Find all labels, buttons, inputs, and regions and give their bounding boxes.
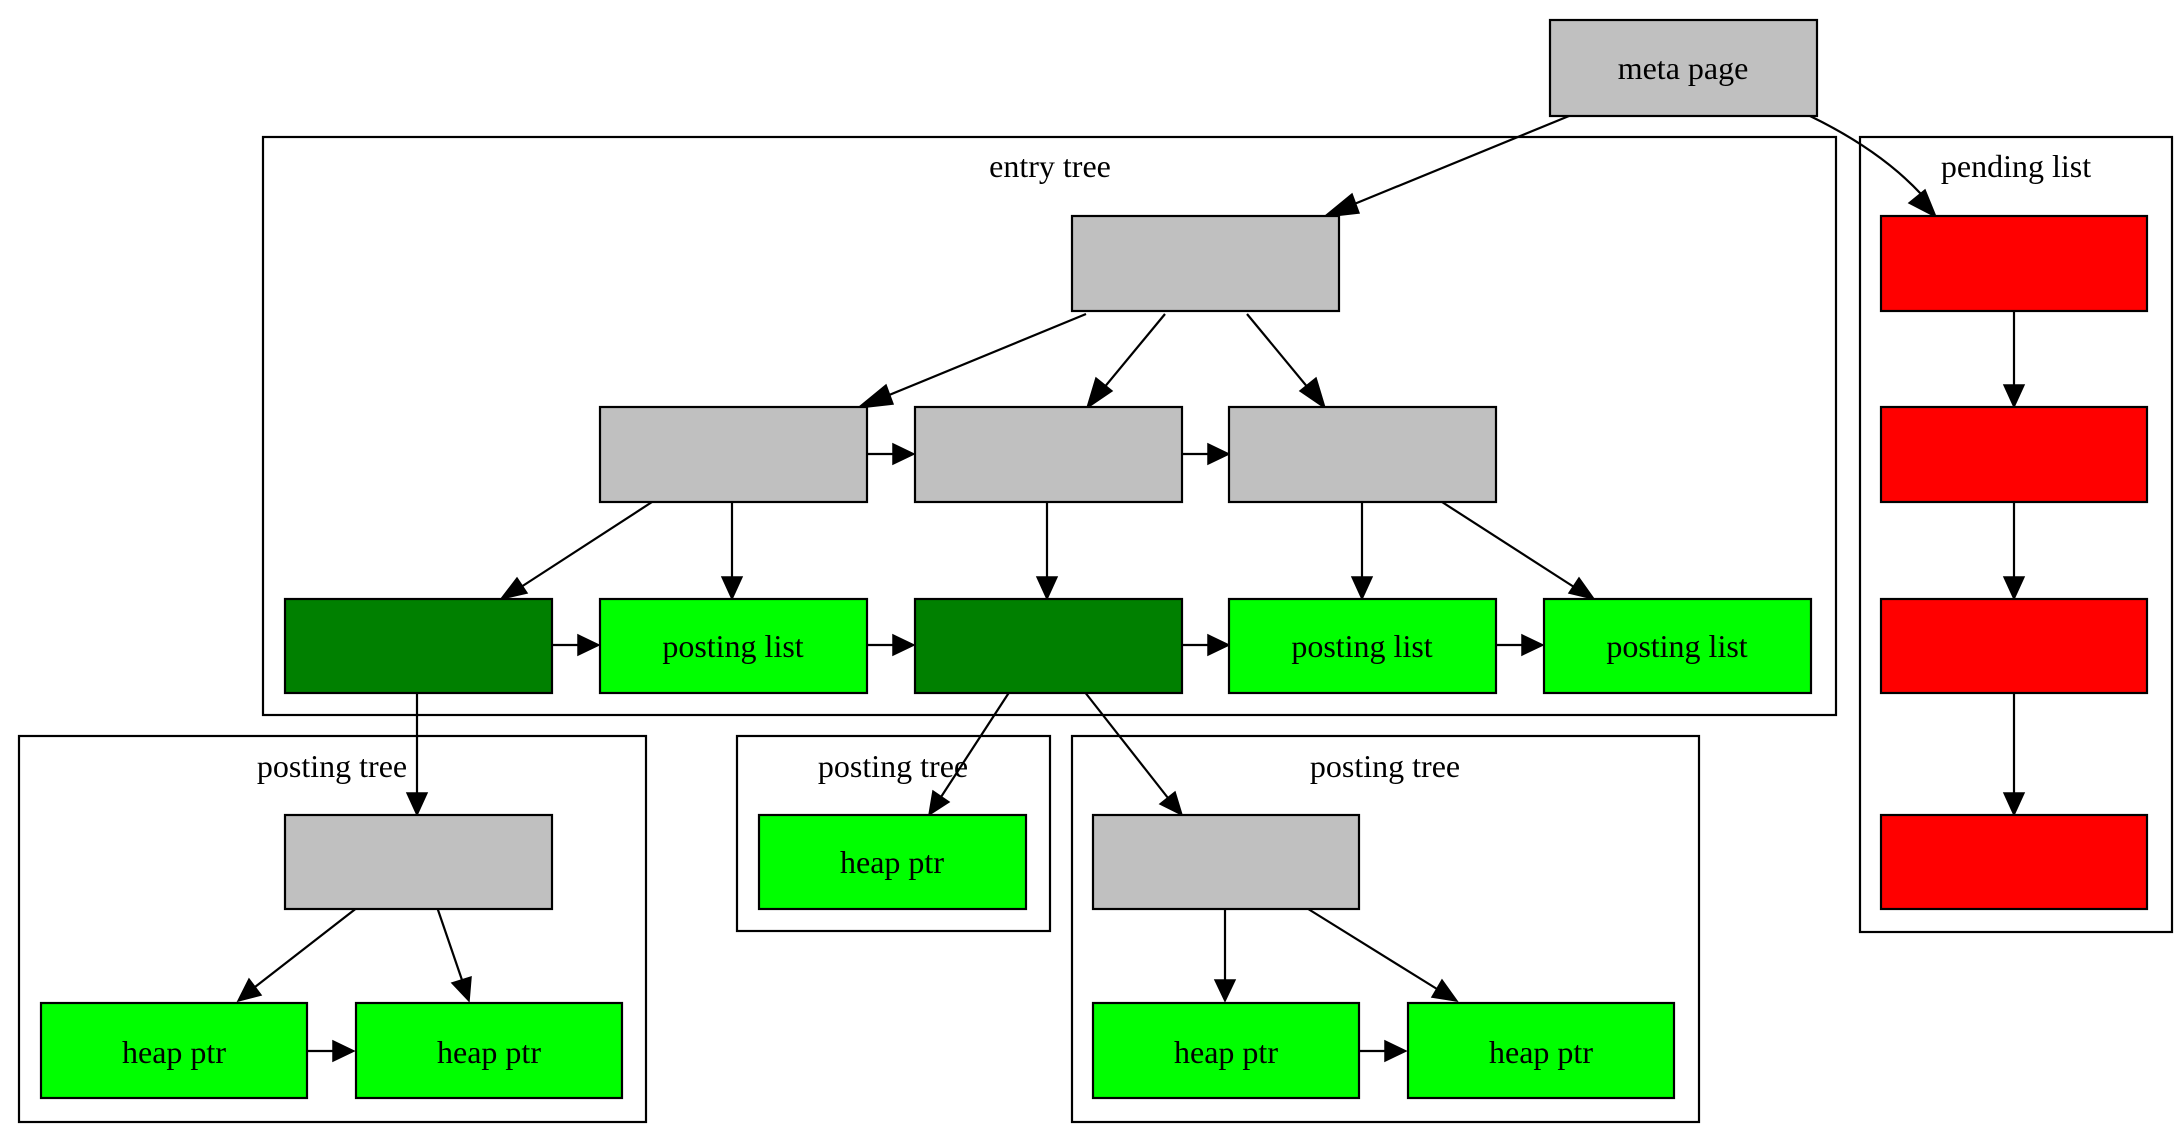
edge-meta-to-pending-list bbox=[1809, 115, 1922, 195]
arrowhead bbox=[1521, 633, 1545, 657]
posting-tree-cluster-1: posting tree bbox=[17, 734, 648, 1124]
arrowhead bbox=[1907, 188, 1938, 219]
arrowhead bbox=[332, 1039, 356, 1063]
arrowhead bbox=[720, 576, 744, 601]
posting-tree-1-heap-ptr-1: heap ptr bbox=[39, 1001, 309, 1100]
arrowhead bbox=[1298, 376, 1327, 410]
entry-tree-label: entry tree bbox=[989, 148, 1111, 184]
meta-page-label: meta page bbox=[1618, 50, 1749, 86]
arrowhead bbox=[892, 633, 916, 657]
arrowhead bbox=[577, 633, 601, 657]
edge-internal-3-to-leaf-5 bbox=[1441, 501, 1575, 588]
posting-tree-label-3: posting tree bbox=[1310, 748, 1460, 784]
arrowhead bbox=[1384, 1039, 1408, 1063]
edge-internal-1-to-leaf-1 bbox=[520, 501, 653, 588]
edge-root-to-internal-3 bbox=[1246, 313, 1310, 390]
posting-list-label: posting list bbox=[1606, 628, 1747, 664]
arrowhead bbox=[499, 576, 529, 601]
arrowhead bbox=[1213, 979, 1237, 1003]
heap-ptr-label: heap ptr bbox=[840, 844, 944, 880]
posting-tree-3-heap-ptr-1: heap ptr bbox=[1091, 1001, 1361, 1100]
entry-tree-root-node bbox=[1070, 214, 1341, 313]
edge-pt1-root-to-heap-1 bbox=[254, 906, 359, 988]
arrowhead bbox=[1207, 442, 1231, 466]
edge-root-to-internal-2 bbox=[1102, 313, 1166, 390]
posting-list-label: posting list bbox=[1291, 628, 1432, 664]
heap-ptr-label: heap ptr bbox=[122, 1034, 226, 1070]
arrowhead bbox=[236, 977, 263, 1003]
posting-list-label: posting list bbox=[662, 628, 803, 664]
pending-list-page-2 bbox=[1879, 405, 2149, 504]
pending-list-cluster: pending list bbox=[1858, 135, 2174, 934]
entry-tree-cluster: entry tree bbox=[261, 135, 1838, 717]
entry-tree-internal-node-2 bbox=[913, 405, 1184, 504]
pending-list-page-1 bbox=[1879, 214, 2149, 313]
arrowhead bbox=[1207, 633, 1231, 657]
arrowhead bbox=[1035, 576, 1059, 601]
posting-tree-label-2: posting tree bbox=[818, 748, 968, 784]
entry-tree-internal-node-1 bbox=[598, 405, 869, 504]
posting-tree-cluster-2: posting tree bbox=[735, 734, 1052, 933]
pending-list-label: pending list bbox=[1941, 148, 2091, 184]
arrowhead bbox=[927, 789, 951, 817]
arrowhead bbox=[405, 792, 429, 817]
edge-leaf-3-to-posting-tree-3-root bbox=[1083, 690, 1169, 799]
edge-pt1-root-to-heap-2 bbox=[435, 906, 464, 981]
posting-tree-1-root-node bbox=[283, 813, 554, 911]
arrowhead bbox=[1430, 978, 1459, 1003]
meta-page-node: meta page bbox=[1548, 18, 1819, 118]
entry-tree-leaf-posting-list-1: posting list bbox=[598, 597, 869, 695]
arrowhead bbox=[2002, 384, 2026, 409]
heap-ptr-label: heap ptr bbox=[1174, 1034, 1278, 1070]
posting-tree-3-heap-ptr-2: heap ptr bbox=[1406, 1001, 1676, 1100]
posting-tree-1-heap-ptr-2: heap ptr bbox=[354, 1001, 624, 1100]
entry-tree-leaf-with-posting-tree-1 bbox=[283, 597, 554, 695]
arrowhead bbox=[1350, 576, 1374, 601]
entry-tree-leaf-with-posting-tree-2 bbox=[913, 597, 1184, 695]
heap-ptr-label: heap ptr bbox=[1489, 1034, 1593, 1070]
posting-tree-label-1: posting tree bbox=[257, 748, 407, 784]
arrowhead bbox=[1321, 192, 1361, 219]
arrowhead bbox=[450, 975, 472, 1003]
arrowhead bbox=[2002, 792, 2026, 817]
posting-tree-3-root-node bbox=[1091, 813, 1361, 911]
edge-meta-to-entry-root bbox=[1346, 114, 1570, 209]
arrowhead bbox=[2002, 576, 2026, 601]
posting-tree-cluster-3: posting tree bbox=[1070, 734, 1701, 1124]
heap-ptr-label: heap ptr bbox=[437, 1034, 541, 1070]
arrowhead bbox=[1085, 376, 1114, 410]
arrowhead bbox=[892, 442, 916, 466]
arrowhead bbox=[1567, 576, 1596, 601]
arrowhead bbox=[855, 383, 895, 410]
edge-leaf-3-to-posting-tree-2 bbox=[940, 690, 1011, 798]
posting-tree-2-heap-ptr: heap ptr bbox=[757, 813, 1028, 911]
pending-list-page-3 bbox=[1879, 597, 2149, 695]
arrowhead bbox=[1158, 790, 1184, 817]
entry-tree-internal-node-3 bbox=[1227, 405, 1498, 504]
edge-pt3-root-to-heap-2 bbox=[1304, 906, 1438, 990]
edges bbox=[236, 114, 2026, 1063]
entry-tree-leaf-posting-list-2: posting list bbox=[1227, 597, 1498, 695]
pending-list-page-4 bbox=[1879, 813, 2149, 911]
edge-root-to-internal-1 bbox=[881, 312, 1087, 400]
entry-tree-leaf-posting-list-3: posting list bbox=[1542, 597, 1813, 695]
